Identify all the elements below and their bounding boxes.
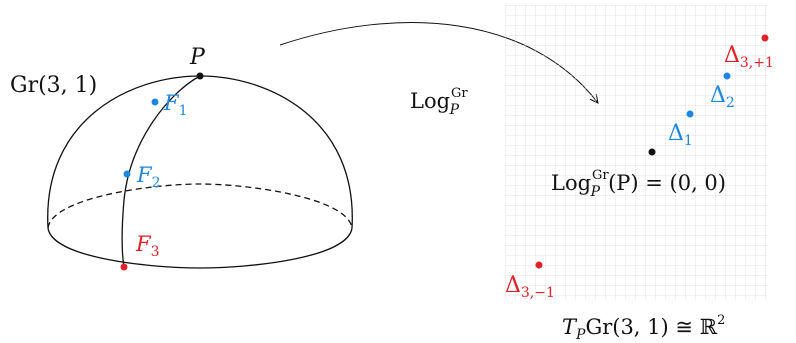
hemisphere	[47, 75, 353, 269]
delta-minus-point	[535, 261, 543, 269]
delta2-point	[723, 72, 731, 80]
equator-back	[47, 183, 353, 229]
point-F2	[123, 170, 131, 178]
delta1-point	[686, 110, 694, 118]
point-P	[196, 72, 204, 80]
delta-plus-point	[761, 34, 769, 42]
point-F3-label: F3	[135, 232, 160, 260]
equator-front	[47, 227, 353, 269]
point-P-label: P	[189, 45, 206, 70]
origin-point	[648, 148, 656, 156]
delta-plus-label: Δ3,+1	[724, 43, 774, 71]
point-F3	[120, 263, 128, 271]
point-F1-label: F1	[163, 91, 188, 119]
tangent-space-caption: TPGr(3, 1) ≅ ℝ2	[562, 313, 725, 343]
delta-minus-label: Δ3,−1	[505, 273, 555, 301]
delta2-label: Δ2	[710, 83, 735, 111]
manifold-label: Gr(3, 1)	[10, 73, 97, 98]
delta1-label: Δ1	[668, 121, 693, 149]
hemisphere-outline	[47, 75, 353, 229]
meridian-curve	[121, 75, 201, 268]
tangent-plane-grid	[505, 5, 767, 300]
point-F1	[151, 98, 159, 106]
point-F2-label: F2	[136, 163, 161, 191]
